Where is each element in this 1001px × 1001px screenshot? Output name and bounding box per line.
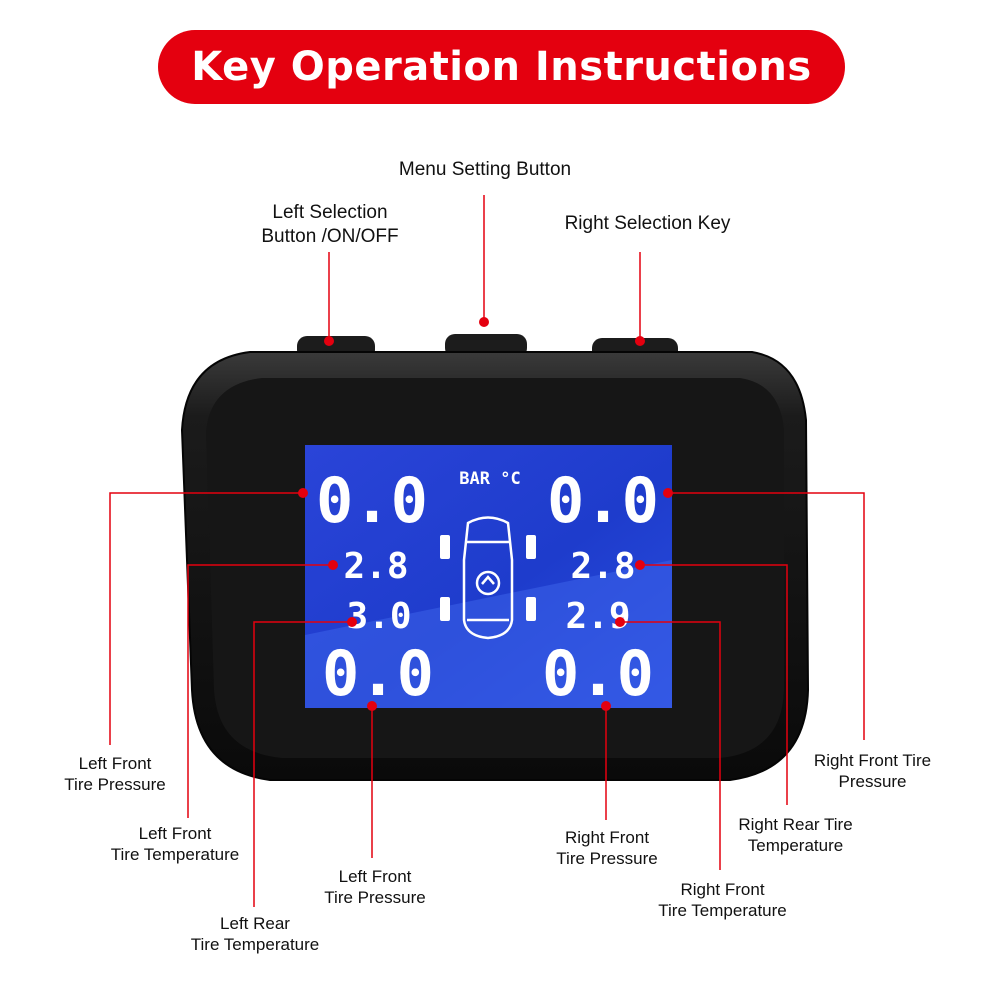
car-outline-icon — [462, 516, 514, 640]
left-front-temperature-value: 2.8 — [343, 546, 408, 587]
label-right-front-temperature: Right Front Tire Temperature — [658, 880, 787, 920]
tire-icons — [440, 535, 536, 621]
screen-shine — [305, 560, 672, 708]
right-front-pressure-value: 0.0 — [547, 464, 659, 537]
menu-button-label: Menu Setting Button — [398, 159, 572, 180]
label-left-rear-temperature: Left Rear Tire Temperature — [190, 914, 320, 954]
page-title: Key Operation Instructions — [191, 44, 812, 90]
label-right-front-pressure: Right Front Tire Pressure — [813, 751, 932, 791]
right-rear-temperature-value: 2.9 — [565, 596, 630, 637]
label-left-front-pressure-bottom: Left Front Tire Pressure — [324, 867, 426, 907]
label-right-front-pressure-bottom: Right Front Tire Pressure — [556, 828, 658, 868]
left-front-pressure-value: 0.0 — [316, 464, 428, 537]
callout-lines — [109, 195, 865, 907]
title-banner: Key Operation Instructions — [158, 30, 845, 104]
left-button-label: Left Selection Button /ON/OFF — [261, 202, 399, 247]
right-rear-pressure-value: 0.0 — [542, 637, 654, 710]
callout-dots — [298, 317, 673, 711]
left-rear-temperature-value: 3.0 — [346, 596, 411, 637]
label-left-front-pressure: Left Front Tire Pressure — [64, 754, 166, 794]
units-label: BAR °C — [459, 469, 520, 489]
right-button-label: Right Selection Key — [564, 213, 731, 234]
right-front-temperature-value: 2.8 — [570, 546, 635, 587]
label-right-rear-temperature: Right Rear Tire Temperature — [738, 815, 853, 855]
left-rear-pressure-value: 0.0 — [322, 637, 434, 710]
label-left-front-temperature: Left Front Tire Temperature — [110, 824, 240, 864]
